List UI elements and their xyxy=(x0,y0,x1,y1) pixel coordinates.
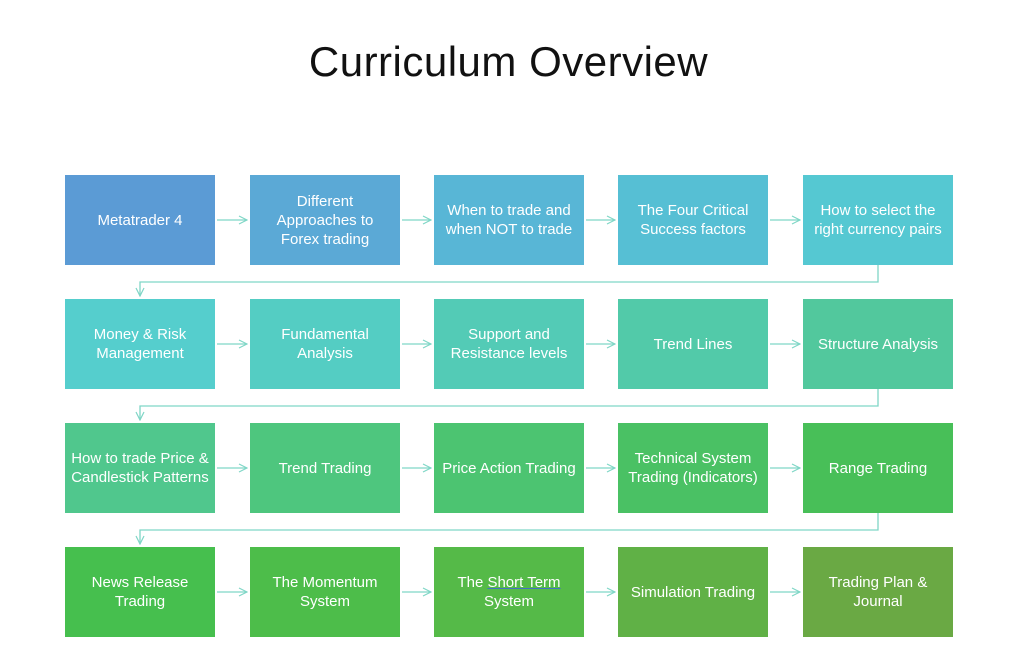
step-box: Money & Risk Management xyxy=(65,299,215,389)
step-label: The Four Critical Success factors xyxy=(637,202,749,238)
step-label: How to trade Price & Candlestick Pattern… xyxy=(71,450,209,486)
step-label: The Momentum System xyxy=(272,574,378,610)
step-box: Different Approaches to Forex trading xyxy=(250,175,400,265)
step-label: Structure Analysis xyxy=(817,335,939,353)
step-box: Metatrader 4 xyxy=(65,175,215,265)
step-box: News Release Trading xyxy=(65,547,215,637)
diagram-title: Curriculum Overview xyxy=(308,38,709,85)
step-label: Simulation Trading xyxy=(630,583,756,601)
step-box: Structure Analysis xyxy=(803,299,953,389)
step-box: Trading Plan & Journal xyxy=(803,547,953,637)
step-label: How to select the right currency pairs xyxy=(814,202,942,238)
step-label: Trend Lines xyxy=(653,335,733,353)
step-label: Support and Resistance levels xyxy=(450,326,568,362)
step-box: Technical System Trading (Indicators) xyxy=(618,423,768,513)
step-label: Price Action Trading xyxy=(442,459,576,477)
step-box: The Four Critical Success factors xyxy=(618,175,768,265)
step-label: Trading Plan & Journal xyxy=(828,574,928,610)
step-box: When to trade and when NOT to trade xyxy=(434,175,584,265)
step-box: How to trade Price & Candlestick Pattern… xyxy=(65,423,215,513)
step-label: Fundamental Analysis xyxy=(281,326,369,362)
step-box: Fundamental Analysis xyxy=(250,299,400,389)
step-label: Metatrader 4 xyxy=(97,211,183,229)
step-box: How to select the right currency pairs xyxy=(803,175,953,265)
step-label: Range Trading xyxy=(828,459,928,477)
arrow-wrap xyxy=(140,513,879,544)
step-box: Price Action Trading xyxy=(434,423,584,513)
step-label: Trend Trading xyxy=(278,459,372,477)
step-box: The Momentum System xyxy=(250,547,400,637)
step-box: Trend Trading xyxy=(250,423,400,513)
step-box: Support and Resistance levels xyxy=(434,299,584,389)
arrow-wrap xyxy=(140,265,879,296)
step-label: Technical System Trading (Indicators) xyxy=(628,450,758,486)
step-label: News Release Trading xyxy=(91,574,189,610)
step-box: Simulation Trading xyxy=(618,547,768,637)
step-label: Different Approaches to Forex trading xyxy=(276,192,374,248)
step-box: The Short Term System xyxy=(434,547,584,637)
step-label: The Short Term System xyxy=(457,574,561,610)
step-label: Money & Risk Management xyxy=(93,326,187,362)
arrow-wrap xyxy=(140,389,879,420)
step-box: Range Trading xyxy=(803,423,953,513)
step-box: Trend Lines xyxy=(618,299,768,389)
step-label: When to trade and when NOT to trade xyxy=(445,202,573,238)
